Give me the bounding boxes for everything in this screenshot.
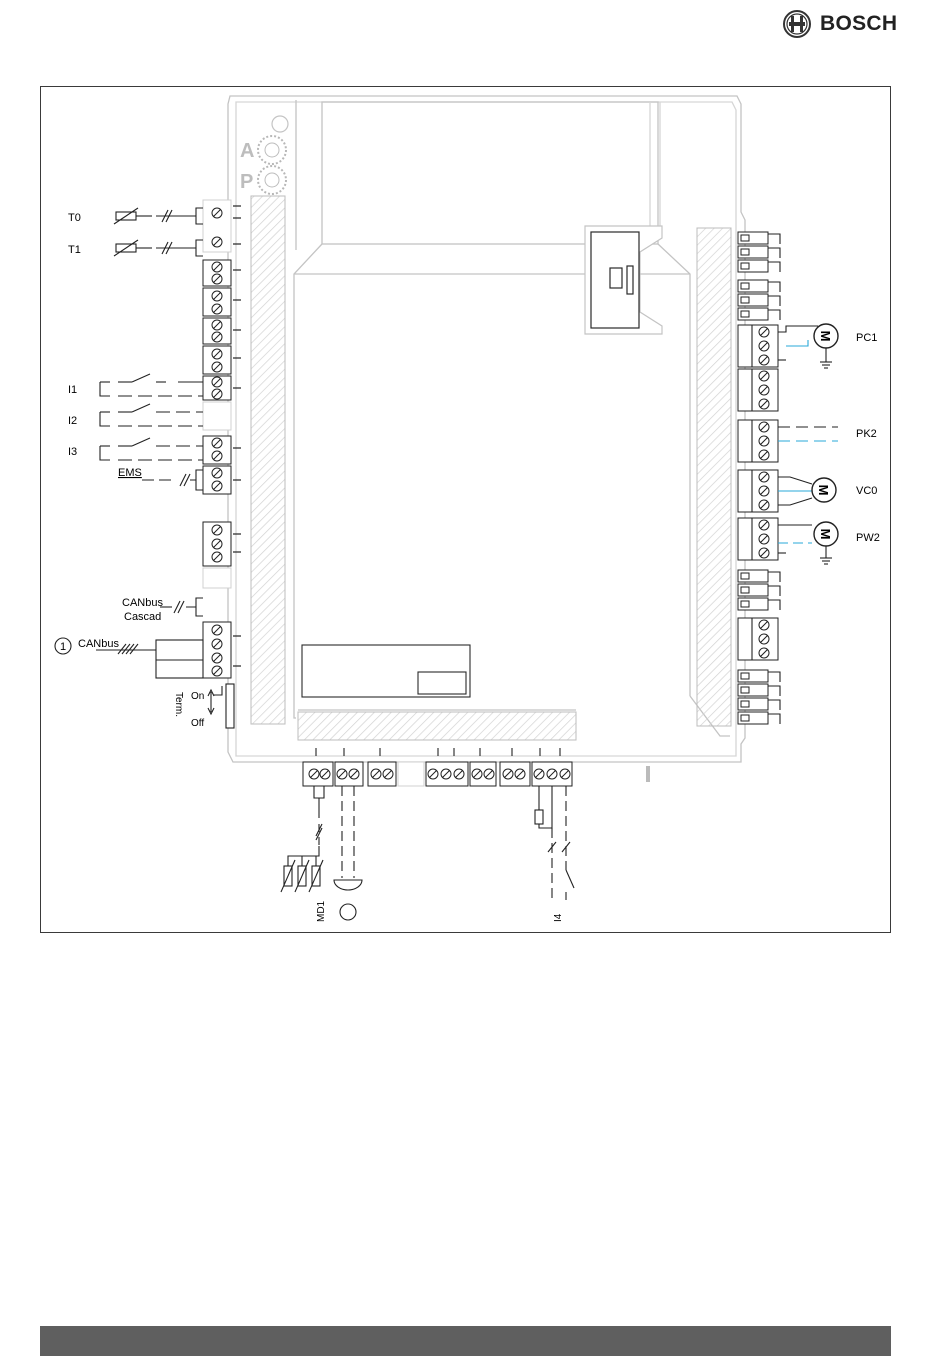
label-canbus: CANbus (78, 638, 119, 650)
label-i1: I1 (68, 384, 77, 396)
bottom-hatched-rail (298, 712, 576, 740)
left-hatched-rail (251, 196, 285, 724)
label-term: Term. (173, 692, 184, 717)
label-canbus-cascade-1: CANbus (122, 597, 163, 609)
motor-pc1: M (814, 324, 838, 348)
sensor-t1 (114, 240, 203, 256)
label-t0: T0 (68, 212, 81, 224)
motor-symbol: M (818, 529, 833, 540)
label-i4: I4 (553, 913, 564, 922)
label-t1: T1 (68, 244, 81, 256)
fuse-holder (585, 226, 662, 334)
module-housing (228, 96, 745, 762)
rotary-switch-a[interactable]: A (240, 116, 288, 164)
label-ems: EMS (118, 467, 142, 479)
label-pc1: PC1 (856, 332, 877, 344)
label-canbus-cascade-2: Cascad (124, 611, 161, 623)
motor-vc0: M (812, 478, 836, 502)
label-i3: I3 (68, 446, 77, 458)
valve-vc0 (778, 477, 812, 505)
label-md1: MD1 (316, 900, 327, 922)
rotary-switch-p[interactable]: P (240, 166, 286, 194)
sensor-t0 (114, 208, 203, 224)
motor-symbol: M (816, 485, 831, 496)
ems-bus-line (142, 470, 203, 490)
i4-wiring (535, 786, 574, 900)
label-pw2: PW2 (856, 532, 880, 544)
motor-pw2: M (814, 522, 838, 546)
termination-switch[interactable] (208, 684, 234, 728)
right-hatched-rail (697, 228, 731, 726)
label-i2: I2 (68, 415, 77, 427)
callout-number: 1 (60, 641, 66, 653)
input-switches (100, 374, 203, 460)
motor-symbol: M (818, 331, 833, 342)
left-terminal-screws (212, 208, 222, 676)
bottom-terminal-row (303, 748, 572, 786)
footer-bar (40, 1326, 891, 1356)
label-term-on: On (191, 691, 204, 702)
switch-label-a: A (240, 140, 254, 162)
label-term-off: Off (191, 718, 204, 729)
switch-label-p: P (240, 171, 253, 193)
canbus-cascade-line (160, 598, 203, 616)
md1-wiring (281, 786, 362, 920)
relay-pk2 (778, 427, 838, 441)
label-vc0: VC0 (856, 485, 877, 497)
left-terminal-column (203, 200, 241, 678)
label-plate (302, 645, 470, 697)
label-pk2: PK2 (856, 428, 877, 440)
